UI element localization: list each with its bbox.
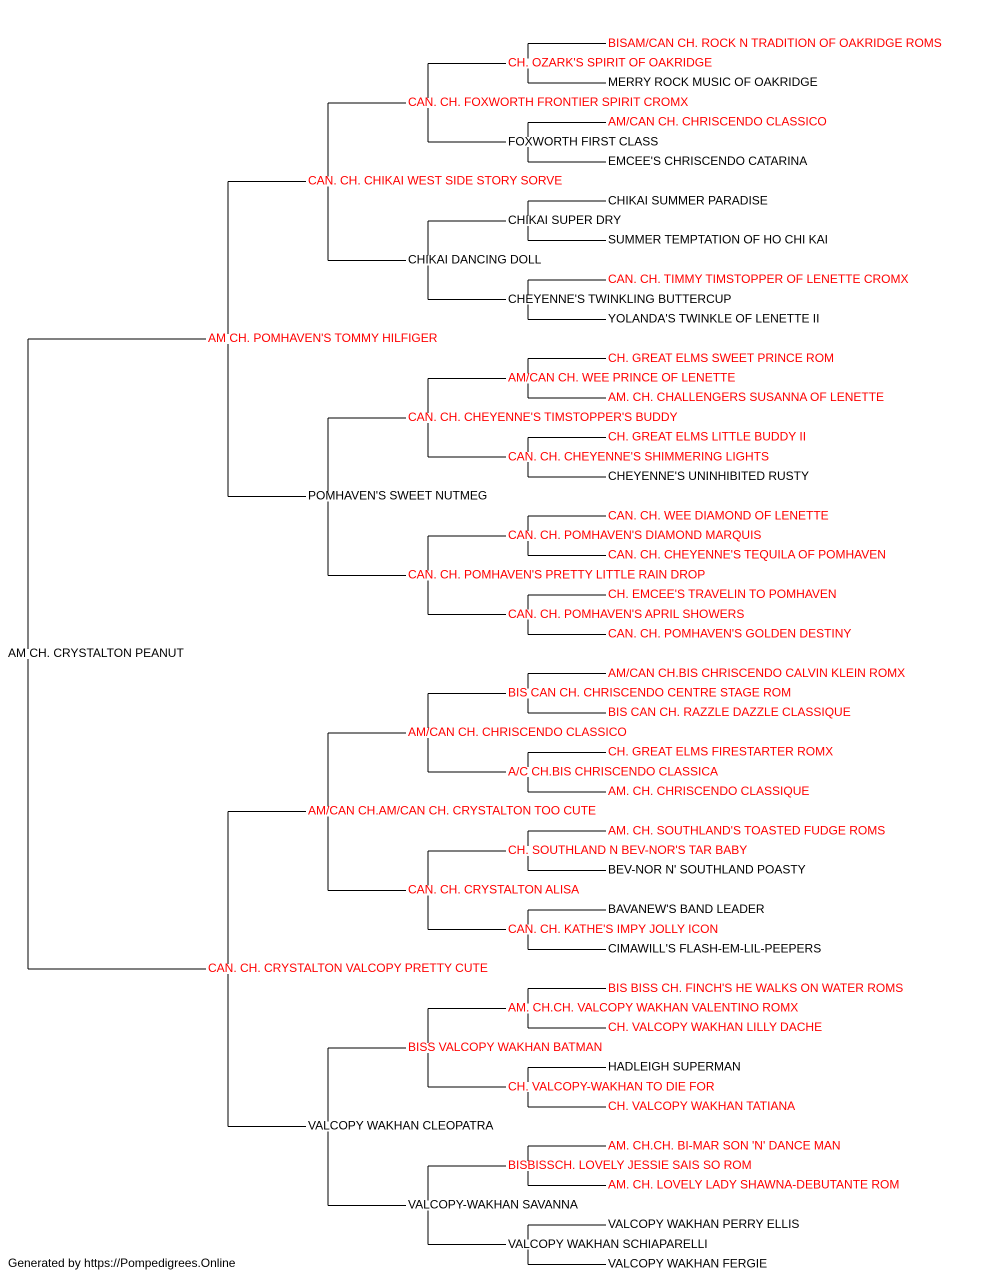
sire-name: BIS CAN CH. CHRISCENDO CENTRE STAGE ROM xyxy=(508,686,791,700)
sire-name: CAN. CH. FOXWORTH FRONTIER SPIRIT CROMX xyxy=(408,95,688,109)
sire-name: CH. EMCEE'S TRAVELIN TO POMHAVEN xyxy=(608,587,837,601)
dam-name: BEV-NOR N' SOUTHLAND POASTY xyxy=(608,863,806,877)
sire-name: BAVANEW'S BAND LEADER xyxy=(608,902,765,916)
dam-name: CAN. CH. POMHAVEN'S PRETTY LITTLE RAIN D… xyxy=(408,567,705,581)
dam-name: A/C CH.BIS CHRISCENDO CLASSICA xyxy=(508,764,718,778)
sire-name: CH. OZARK'S SPIRIT OF OAKRIDGE xyxy=(508,56,712,70)
dam-name: CAN. CH. CHEYENNE'S TEQUILA OF POMHAVEN xyxy=(608,548,886,562)
sire-name: BISBISSCH. LOVELY JESSIE SAIS SO ROM xyxy=(508,1158,752,1172)
sire-name: AM. CH.CH. VALCOPY WAKHAN VALENTINO ROMX xyxy=(508,1001,798,1015)
dam-name: AM. CH. LOVELY LADY SHAWNA-DEBUTANTE ROM xyxy=(608,1178,899,1192)
sire-name: AM. CH.CH. BI-MAR SON 'N' DANCE MAN xyxy=(608,1138,841,1152)
sire-name: CAN. CH. TIMMY TIMSTOPPER OF LENETTE CRO… xyxy=(608,272,908,286)
dam-name: CH. VALCOPY-WAKHAN TO DIE FOR xyxy=(508,1079,715,1093)
dam-name: YOLANDA'S TWINKLE OF LENETTE II xyxy=(608,311,819,325)
dam-name: CAN. CH. POMHAVEN'S APRIL SHOWERS xyxy=(508,607,744,621)
dam-name: CAN. CH. CRYSTALTON VALCOPY PRETTY CUTE xyxy=(208,961,488,975)
dam-name: CHEYENNE'S TWINKLING BUTTERCUP xyxy=(508,292,731,306)
sire-name: CHIKAI SUPER DRY xyxy=(508,213,621,227)
dam-name: VALCOPY WAKHAN CLEOPATRA xyxy=(308,1119,493,1133)
sire-name: CH. GREAT ELMS SWEET PRINCE ROM xyxy=(608,351,834,365)
dam-name: CAN. CH. KATHE'S IMPY JOLLY ICON xyxy=(508,922,718,936)
sire-name: BISAM/CAN CH. ROCK N TRADITION OF OAKRID… xyxy=(608,36,942,50)
dam-name: CH. VALCOPY WAKHAN LILLY DACHE xyxy=(608,1020,822,1034)
sire-name: CAN. CH. CHEYENNE'S TIMSTOPPER'S BUDDY xyxy=(408,410,678,424)
generated-by-footer: Generated by https://Pompedigrees.Online xyxy=(8,1256,236,1270)
sire-name: BISS VALCOPY WAKHAN BATMAN xyxy=(408,1040,602,1054)
sire-name: AM/CAN CH.AM/CAN CH. CRYSTALTON TOO CUTE xyxy=(308,804,596,818)
sire-name: CAN. CH. CHIKAI WEST SIDE STORY SORVE xyxy=(308,174,562,188)
dam-name: CHIKAI DANCING DOLL xyxy=(408,252,542,266)
dam-name: MERRY ROCK MUSIC OF OAKRIDGE xyxy=(608,75,818,89)
dam-name: CHEYENNE'S UNINHIBITED RUSTY xyxy=(608,469,809,483)
pedigree-names: AM CH. CRYSTALTON PEANUT AM CH. POMHAVEN'… xyxy=(8,36,942,1271)
dam-name: FOXWORTH FIRST CLASS xyxy=(508,134,658,148)
sire-name: CH. GREAT ELMS FIRESTARTER ROMX xyxy=(608,745,833,759)
sire-name: AM/CAN CH. CHRISCENDO CLASSICO xyxy=(408,725,627,739)
sire-name: HADLEIGH SUPERMAN xyxy=(608,1060,741,1074)
sire-name: AM CH. POMHAVEN'S TOMMY HILFIGER xyxy=(208,331,438,345)
sire-name: AM. CH. SOUTHLAND'S TOASTED FUDGE ROMS xyxy=(608,823,885,837)
sire-name: VALCOPY WAKHAN PERRY ELLIS xyxy=(608,1217,799,1231)
dam-name: EMCEE'S CHRISCENDO CATARINA xyxy=(608,154,807,168)
dam-name: CIMAWILL'S FLASH-EM-LIL-PEEPERS xyxy=(608,941,821,955)
dam-name: AM. CH. CHALLENGERS SUSANNA OF LENETTE xyxy=(608,390,884,404)
dam-name: AM. CH. CHRISCENDO CLASSIQUE xyxy=(608,784,809,798)
sire-name: AM/CAN CH. WEE PRINCE OF LENETTE xyxy=(508,371,735,385)
dam-name: BIS CAN CH. RAZZLE DAZZLE CLASSIQUE xyxy=(608,705,851,719)
sire-name: CAN. CH. WEE DIAMOND OF LENETTE xyxy=(608,508,829,522)
dam-name: CH. VALCOPY WAKHAN TATIANA xyxy=(608,1099,795,1113)
dam-name: CAN. CH. CHEYENNE'S SHIMMERING LIGHTS xyxy=(508,449,769,463)
dam-name: VALCOPY WAKHAN SCHIAPARELLI xyxy=(508,1237,708,1251)
sire-name: BIS BISS CH. FINCH'S HE WALKS ON WATER R… xyxy=(608,981,903,995)
dam-name: VALCOPY-WAKHAN SAVANNA xyxy=(408,1197,578,1211)
sire-name: AM/CAN CH.BIS CHRISCENDO CALVIN KLEIN RO… xyxy=(608,666,905,680)
subject-name: AM CH. CRYSTALTON PEANUT xyxy=(8,646,184,660)
dam-name: CAN. CH. POMHAVEN'S GOLDEN DESTINY xyxy=(608,626,851,640)
dam-name: CAN. CH. CRYSTALTON ALISA xyxy=(408,882,579,896)
dam-name: SUMMER TEMPTATION OF HO CHI KAI xyxy=(608,233,828,247)
sire-name: CH. SOUTHLAND N BEV-NOR'S TAR BABY xyxy=(508,843,747,857)
sire-name: CH. GREAT ELMS LITTLE BUDDY II xyxy=(608,430,806,444)
pedigree-connectors xyxy=(27,43,606,1265)
dam-name: VALCOPY WAKHAN FERGIE xyxy=(608,1256,767,1270)
dam-name: POMHAVEN'S SWEET NUTMEG xyxy=(308,489,487,503)
sire-name: AM/CAN CH. CHRISCENDO CLASSICO xyxy=(608,115,827,129)
sire-name: CHIKAI SUMMER PARADISE xyxy=(608,193,768,207)
sire-name: CAN. CH. POMHAVEN'S DIAMOND MARQUIS xyxy=(508,528,761,542)
